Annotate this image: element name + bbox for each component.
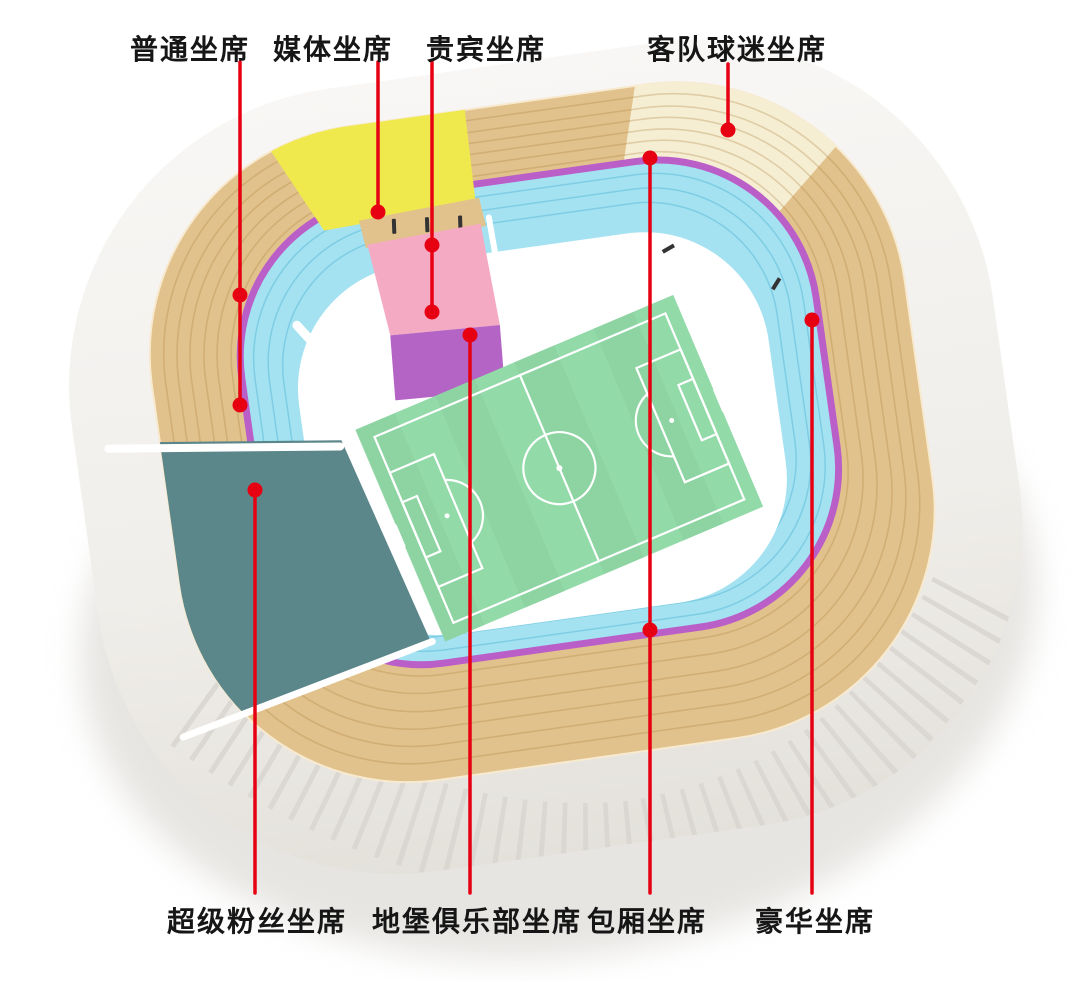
goal-left	[387, 524, 406, 551]
label-luxury-seats: 豪华坐席	[754, 905, 876, 938]
pitch-markings	[373, 312, 746, 625]
callout-dot-super-fans	[247, 482, 263, 498]
callout-dot-bunker-club	[462, 327, 478, 343]
stair-strip	[358, 197, 486, 248]
callout-dot-boxes-2	[642, 622, 658, 638]
label-super-fans-seats: 超级粉丝坐席	[166, 905, 348, 938]
callout-dot-ordinary-1	[232, 287, 248, 303]
goal-right	[713, 385, 732, 413]
label-bunker-club-seats: 地堡俱乐部坐席	[371, 905, 583, 938]
label-media-seats: 媒体坐席	[272, 33, 394, 66]
callout-dot-vip-1	[424, 237, 440, 253]
callouts	[232, 60, 820, 895]
concourse-ticks	[661, 243, 782, 291]
label-boxes-seats: 包厢坐席	[586, 905, 708, 938]
pitch-group	[355, 294, 764, 642]
stair-ticks	[391, 215, 463, 234]
label-vip-seats: 贵宾坐席	[425, 33, 547, 66]
callout-dot-vip-2	[424, 304, 440, 320]
aisle-gaps	[104, 214, 522, 741]
callout-dot-away-fans	[720, 122, 736, 138]
label-ordinary-seats: 普通坐席	[129, 33, 251, 66]
callout-dot-ordinary-2	[232, 397, 248, 413]
callout-dot-luxury	[804, 312, 820, 328]
callout-dot-boxes-1	[642, 150, 658, 166]
callout-dot-media	[370, 204, 386, 220]
label-away-fans-seats: 客队球迷坐席	[646, 33, 828, 66]
